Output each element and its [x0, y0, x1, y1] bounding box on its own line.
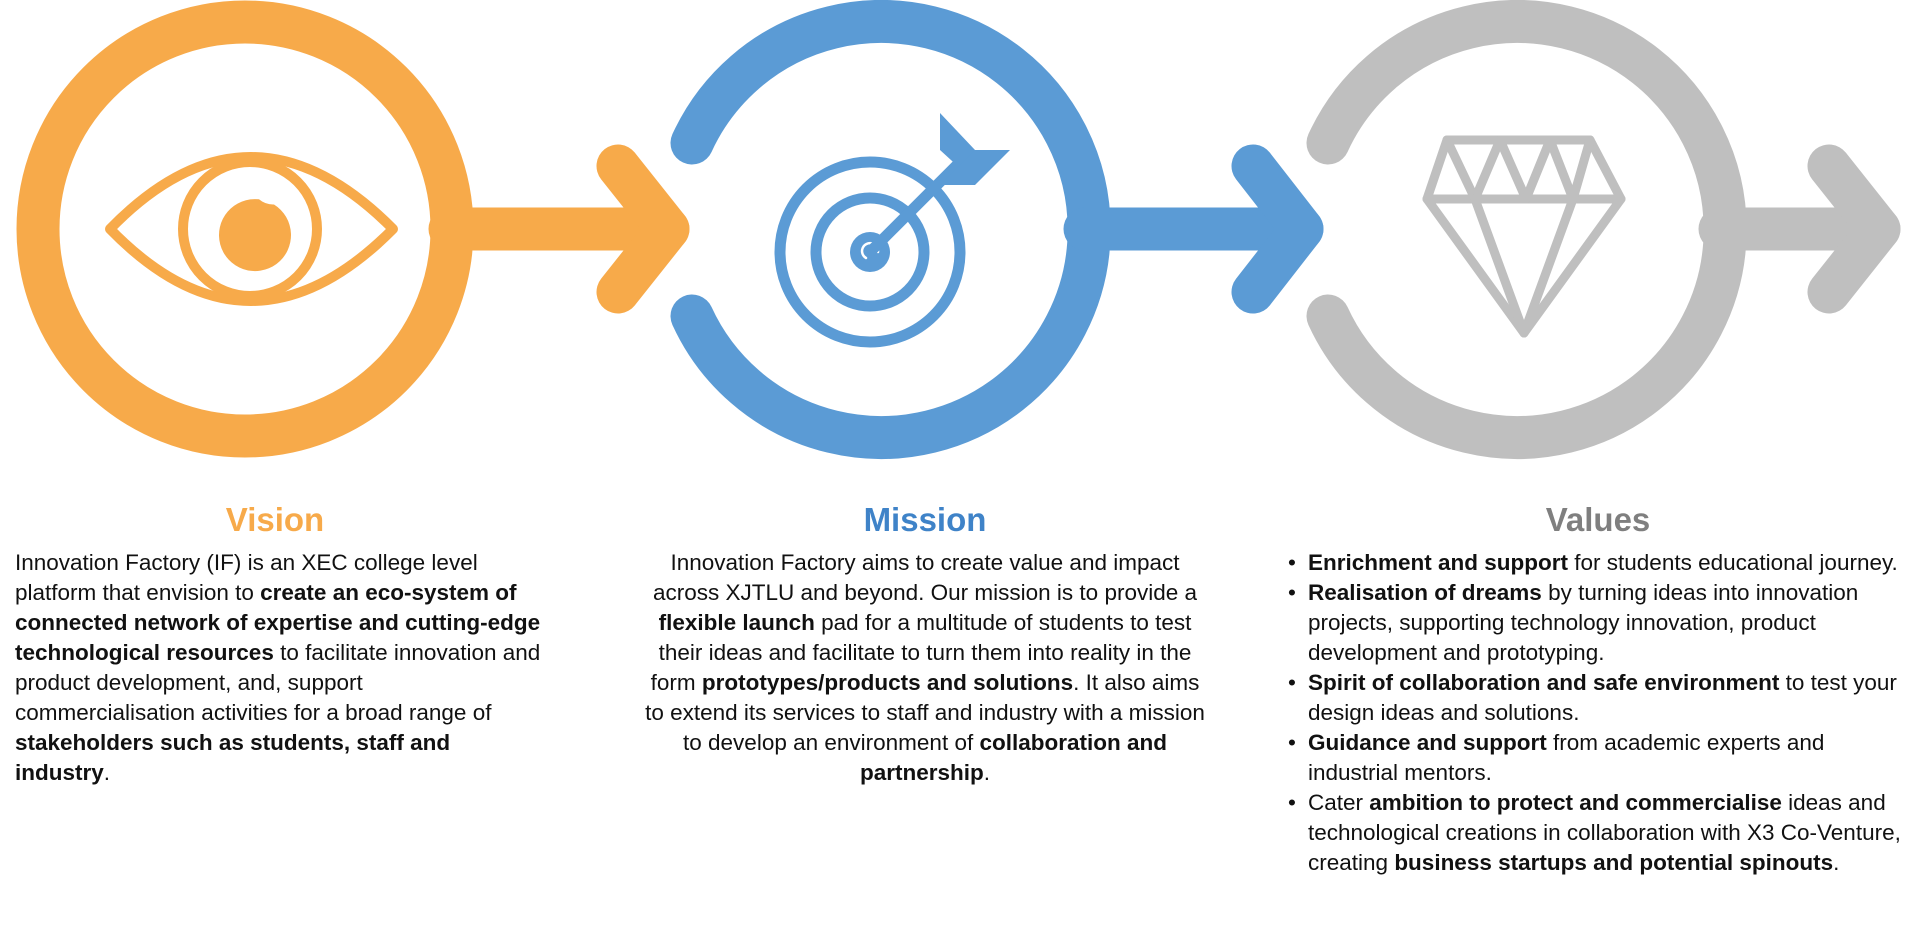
body-text: by turning ideas into innovation project… — [1308, 580, 1859, 665]
values-stage — [1306, 0, 1901, 459]
values-list-item: Guidance and support from academic exper… — [1288, 728, 1908, 788]
emphasis-text: flexible launch — [658, 610, 815, 635]
body-text: ideas and technological creations in col… — [1308, 790, 1901, 875]
emphasis-text: prototypes/products and solutions — [701, 670, 1074, 695]
emphasis-text: business startups and potential spinouts — [1394, 850, 1834, 875]
body-text: to test your design ideas and solutions. — [1308, 670, 1897, 725]
target-icon — [774, 113, 1010, 348]
emphasis-text: Guidance and support — [1308, 730, 1547, 755]
mission-text: Innovation Factory aims to create value … — [645, 548, 1205, 788]
emphasis-text: create an eco-system of connected networ… — [15, 580, 541, 665]
emphasis-text: ambition to protect and commercialise — [1369, 790, 1782, 815]
body-text: pad for a multitude of students to test … — [650, 610, 1192, 695]
body-text: for students educational journey. — [1568, 550, 1898, 575]
emphasis-text: Realisation of dreams — [1308, 580, 1542, 605]
values-title: Values — [1545, 501, 1651, 538]
vision-text: Innovation Factory (IF) is an XEC colleg… — [15, 548, 545, 788]
emphasis-text: Enrichment and support — [1308, 550, 1569, 575]
eye-icon — [105, 152, 398, 306]
body-text: Cater — [1308, 790, 1370, 815]
values-list-item: Spirit of collaboration and safe environ… — [1288, 668, 1908, 728]
body-text: to facilitate innovation and product dev… — [15, 640, 541, 725]
emphasis-text: Spirit of collaboration and safe environ… — [1308, 670, 1780, 695]
emphasis-text: collaboration and partnership — [859, 730, 1167, 785]
mission-column: Mission Innovation Factory aims to creat… — [645, 500, 1205, 788]
mission-stage — [670, 0, 1324, 459]
vision-stage — [16, 0, 690, 458]
values-column: Values Enrichment and support for studen… — [1288, 500, 1908, 878]
process-graphic — [16, 0, 1901, 459]
mission-title: Mission — [863, 501, 987, 538]
vision-column: Vision Innovation Factory (IF) is an XEC… — [15, 500, 545, 788]
body-text: Innovation Factory aims to create value … — [653, 550, 1197, 605]
vision-title: Vision — [225, 501, 325, 538]
body-text: Innovation Factory (IF) is an XEC colleg… — [15, 550, 478, 605]
values-list: Enrichment and support for students educ… — [1288, 548, 1908, 878]
diamond-icon — [1422, 135, 1626, 338]
body-text: . — [983, 760, 991, 785]
values-list-item: Enrichment and support for students educ… — [1288, 548, 1908, 578]
body-text: . — [103, 760, 111, 785]
emphasis-text: stakeholders such as students, staff and… — [15, 730, 451, 785]
values-list-item: Realisation of dreams by turning ideas i… — [1288, 578, 1908, 668]
body-text: from academic experts and industrial men… — [1308, 730, 1825, 785]
body-text: . It also aims to extend its services to… — [645, 670, 1205, 755]
values-list-item: Cater ambition to protect and commercial… — [1288, 788, 1908, 878]
body-text: . — [1833, 850, 1840, 875]
